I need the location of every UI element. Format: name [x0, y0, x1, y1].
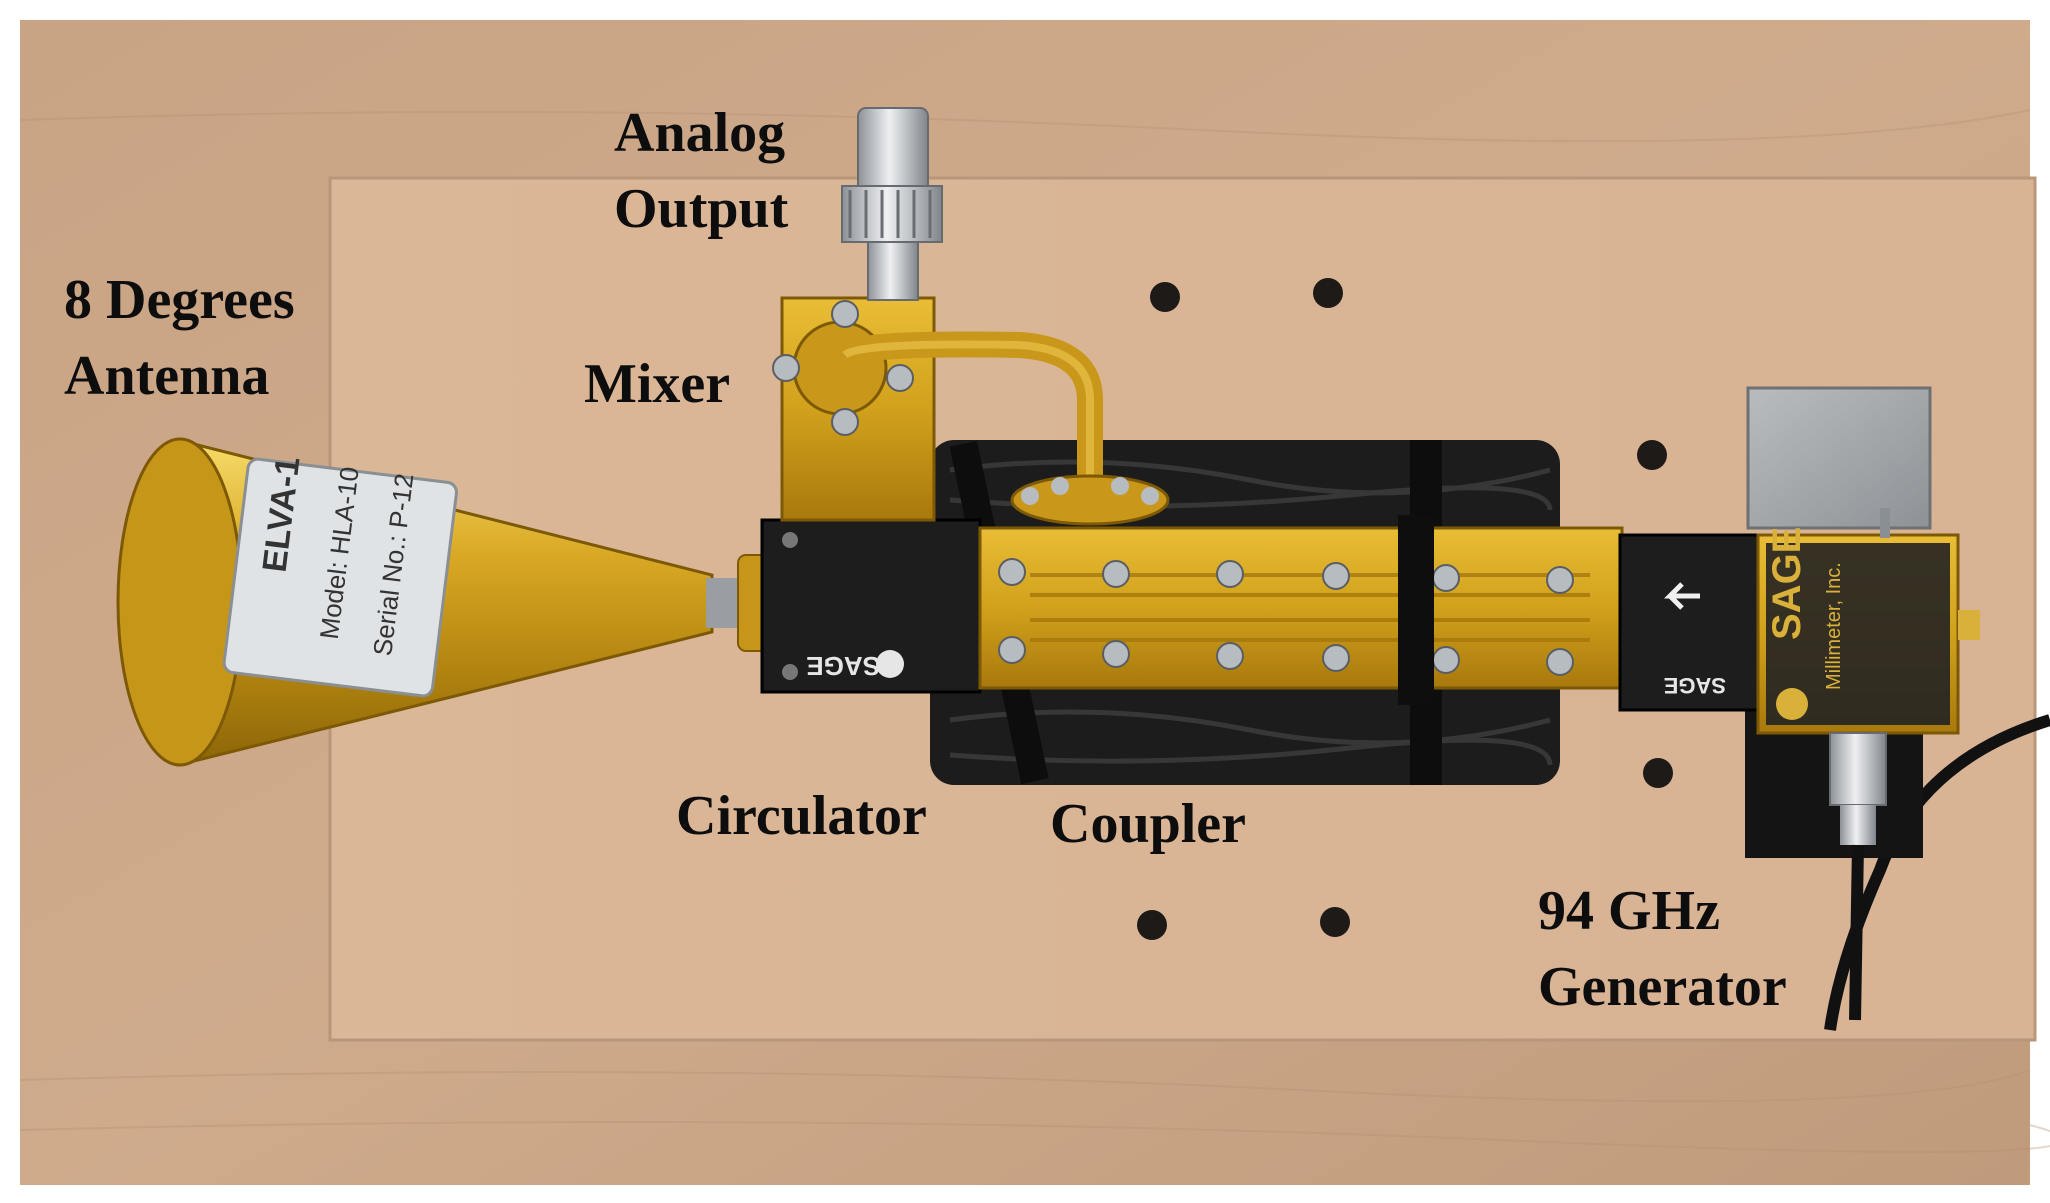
generator-brand-text: SAGE	[1765, 527, 1809, 640]
antenna-sticker: ELVA-1 Model: HLA-10 Serial No.: P-12	[222, 455, 458, 698]
generator-sub-text: Millimeter, Inc.	[1823, 562, 1845, 690]
label-generator: 94 GHz Generator	[1538, 873, 1787, 1025]
label-generator-line-2: Generator	[1538, 956, 1787, 1018]
label-generator-line-1: 94 GHz	[1538, 880, 1720, 942]
label-analog-line-1: Analog	[614, 102, 786, 164]
label-circulator: Circulator	[676, 778, 927, 854]
label-coupler-line-1: Coupler	[1050, 793, 1246, 855]
label-mixer: Mixer	[584, 346, 730, 422]
label-analog-line-2: Output	[614, 178, 789, 240]
label-antenna-line-1: 8 Degrees	[64, 269, 295, 331]
label-circulator-line-1: Circulator	[676, 785, 927, 847]
label-analog-output: Analog Output	[614, 95, 788, 247]
label-mixer-line-1: Mixer	[584, 353, 731, 415]
coupler-block	[978, 526, 1624, 690]
isolator-brand-text: SAGE	[1664, 673, 1726, 698]
coupler-screws	[998, 558, 1574, 676]
board-holes	[1137, 278, 1673, 940]
generator-bracket	[1746, 386, 1932, 530]
circulator-brand-text: SAGE	[806, 651, 880, 681]
label-antenna: 8 Degrees Antenna	[64, 262, 295, 414]
isolator-block	[1618, 533, 1760, 712]
label-antenna-line-2: Antenna	[64, 345, 270, 407]
label-coupler: Coupler	[1050, 786, 1246, 862]
